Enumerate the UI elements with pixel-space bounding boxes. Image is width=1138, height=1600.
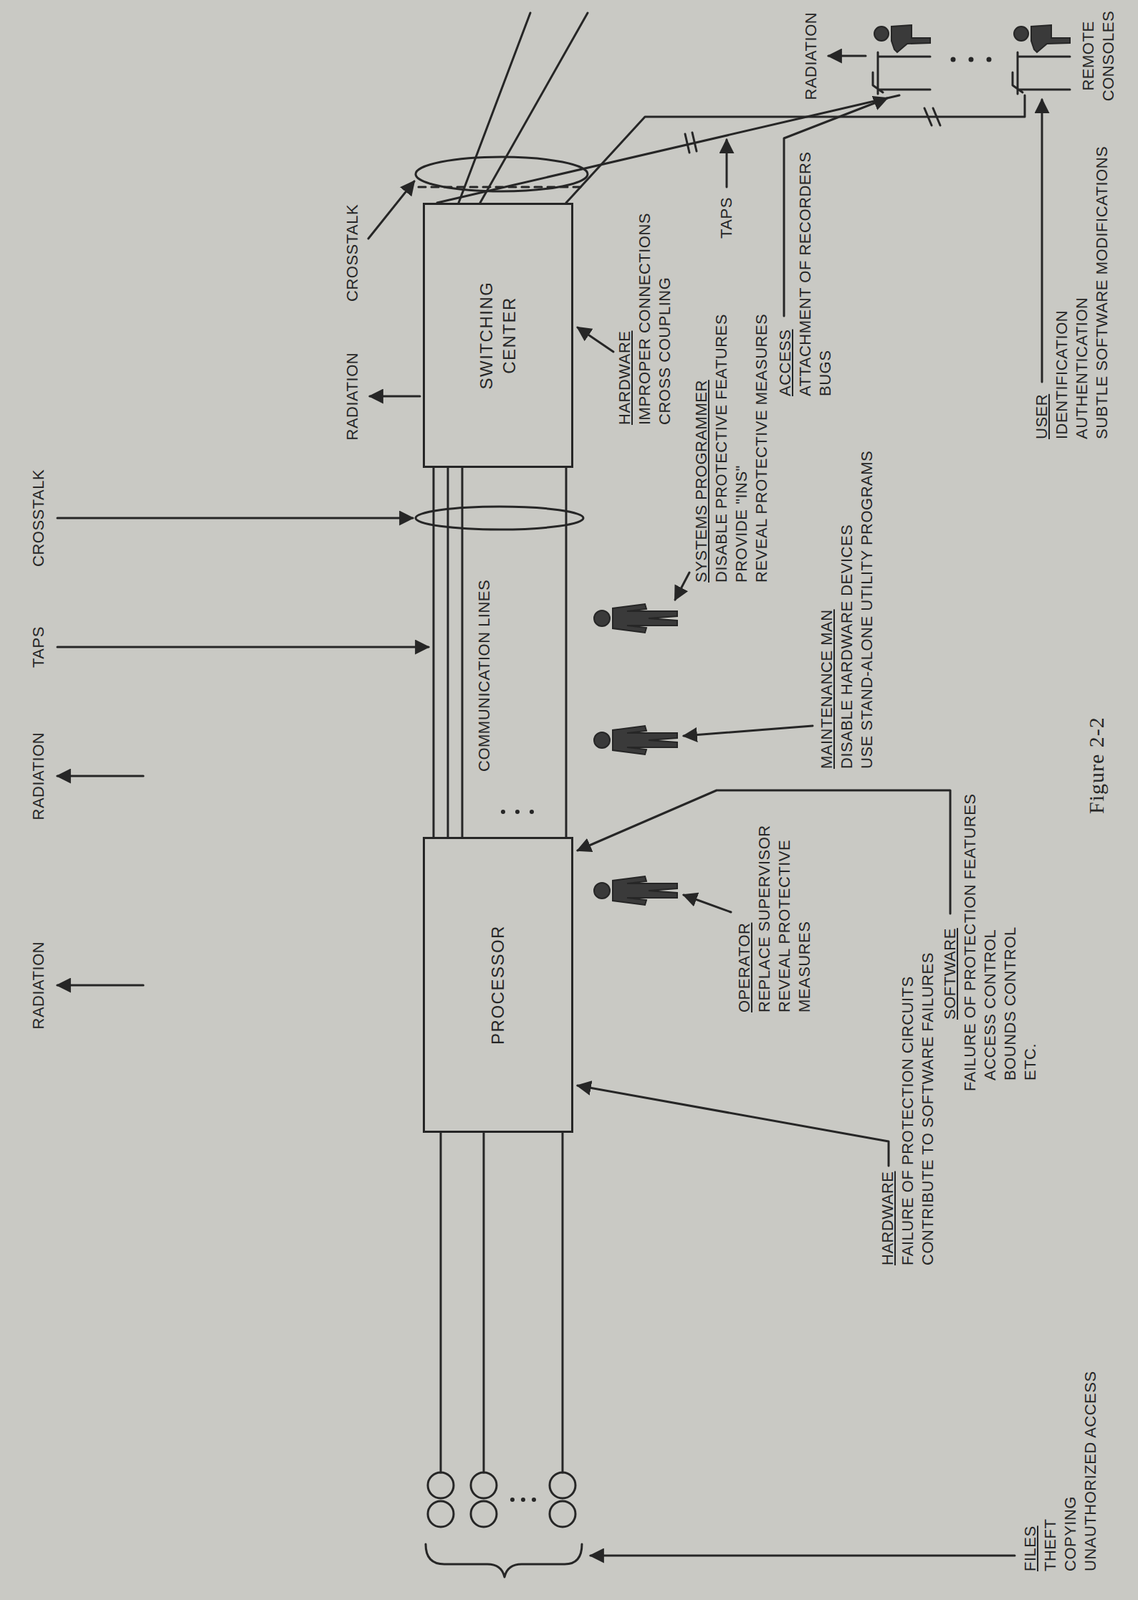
tape-reel: [549, 1501, 576, 1528]
threat-item: USE STAND-ALONE UTILITY PROGRAMS: [857, 450, 878, 769]
console-dots: [968, 57, 974, 63]
file-line: [440, 1132, 563, 1473]
crosstalk-arrow: [368, 181, 415, 239]
tape-reel: [470, 1472, 497, 1499]
files-brace: [425, 1544, 582, 1578]
threat-item: THEFT: [1040, 1519, 1061, 1572]
radiation-arrow: [828, 55, 866, 58]
console-figure: [1012, 25, 1070, 94]
line-dots: [529, 809, 534, 815]
hardware-leader: [577, 1085, 889, 1166]
tape-reel: [549, 1472, 576, 1499]
crosstalk-ellipse: [415, 156, 588, 192]
threat-item: DISABLE PROTECTIVE FEATURES: [711, 313, 732, 583]
tap-arrow: [725, 139, 729, 188]
figure-caption: Figure 2-2: [1083, 716, 1110, 815]
file-dots: [520, 1497, 526, 1503]
threat-item: BUGS: [815, 350, 836, 397]
communication-line: [461, 467, 464, 838]
exposure-label: CROSSTALK: [342, 204, 363, 302]
line-label: COMMUNICATION LINES: [474, 579, 495, 772]
threat-item: REVEAL PROTECTIVE MEASURES: [751, 313, 772, 583]
communication-line: [447, 467, 450, 838]
source-heading: ACCESS: [775, 329, 796, 397]
exposure-label: RADIATION: [342, 352, 363, 441]
break-mark: [924, 108, 941, 126]
console-dots: [950, 57, 956, 63]
source-heading: USER: [1031, 394, 1053, 440]
threat-item: ETC.: [1020, 1043, 1041, 1081]
threat-item: FAILURE OF PROTECTION CIRCUITS: [897, 976, 918, 1266]
source-heading: FILES: [1020, 1525, 1041, 1572]
box-label: SWITCHING CENTER: [475, 280, 521, 391]
agent-heading: SYSTEMS PROGRAMMER: [691, 379, 712, 583]
source-heading: HARDWARE: [614, 330, 635, 425]
agent-heading: MAINTENANCE MAN: [816, 609, 838, 769]
programmer-leader: [675, 572, 690, 600]
agent-heading: OPERATOR: [734, 923, 755, 1013]
communication-line: [565, 467, 568, 838]
process-box: PROCESSOR: [422, 837, 574, 1133]
radiation-arrow: [57, 775, 144, 778]
operator-leader: [683, 895, 731, 913]
console-dots: [986, 57, 992, 63]
tape-reel: [470, 1501, 497, 1528]
exposure-label: TAPS: [28, 626, 49, 668]
communication-line: [432, 467, 435, 838]
crosstalk-ellipse: [415, 506, 584, 530]
file-dots: [531, 1497, 537, 1503]
threat-item: ACCESS CONTROL: [980, 929, 1001, 1081]
programmer-figure: [594, 604, 678, 633]
threat-item: CROSS COUPLING: [654, 277, 676, 425]
threat-item: COPYING: [1060, 1496, 1081, 1572]
threat-item: UNAUTHORIZED ACCESS: [1080, 1370, 1101, 1572]
box-label: PROCESSOR: [486, 925, 510, 1045]
exposure-label: RADIATION: [28, 941, 49, 1030]
source-heading: HARDWARE: [877, 1170, 898, 1266]
threat-item: PROVIDE "INS": [731, 465, 752, 583]
exposure-label: TAPS: [716, 197, 737, 239]
threat-item: ATTACHMENT OF RECORDERS: [795, 151, 816, 397]
radiation-arrow: [369, 395, 420, 398]
process-box: SWITCHING CENTER: [422, 202, 574, 468]
threat-item: FAILURE OF PROTECTION FEATURES: [960, 793, 981, 1092]
maintenance-leader: [683, 725, 813, 736]
console-line: [480, 12, 588, 203]
threat-item: IMPROPER CONNECTIONS: [634, 212, 655, 425]
dashed-line: [418, 186, 585, 189]
threat-item: AUTHENTICATION: [1072, 297, 1093, 440]
user-leader: [1041, 99, 1044, 382]
tap-arrow: [57, 646, 429, 649]
line-dots: [515, 809, 520, 815]
threat-item: SUBTLE SOFTWARE MODIFICATIONS: [1092, 146, 1113, 440]
threat-item: BOUNDS CONTROL: [1000, 926, 1021, 1081]
threat-item: IDENTIFICATION: [1052, 310, 1073, 440]
hardware-leader: [577, 327, 614, 352]
radiation-arrow: [57, 984, 144, 987]
exposure-label: RADIATION: [801, 12, 822, 101]
threat-item: CONTRIBUTE TO SOFTWARE FAILURES: [917, 952, 939, 1266]
tape-reel: [427, 1472, 454, 1499]
exposure-label: CROSSTALK: [28, 469, 49, 567]
source-heading: SOFTWARE: [940, 928, 961, 1020]
threat-item: DISABLE HARDWARE DEVICES: [837, 524, 858, 769]
threat-item: REVEAL PROTECTIVE MEASURES: [774, 837, 815, 1013]
files-leader: [590, 1555, 1015, 1558]
tape-reel: [427, 1501, 454, 1528]
console-line: [458, 12, 531, 203]
break-mark: [685, 132, 697, 153]
operator-figure: [594, 876, 678, 906]
console-line: [566, 95, 1025, 203]
console-figure: [872, 25, 931, 94]
file-dots: [510, 1497, 515, 1503]
line-dots: [500, 809, 506, 815]
console-label: REMOTE CONSOLES: [1078, 10, 1119, 103]
exposure-label: RADIATION: [28, 732, 49, 821]
maintenance-figure: [594, 725, 678, 755]
console-line: [437, 95, 900, 203]
threat-item: REPLACE SUPERVISOR: [754, 824, 775, 1013]
crosstalk-arrow: [57, 517, 413, 520]
